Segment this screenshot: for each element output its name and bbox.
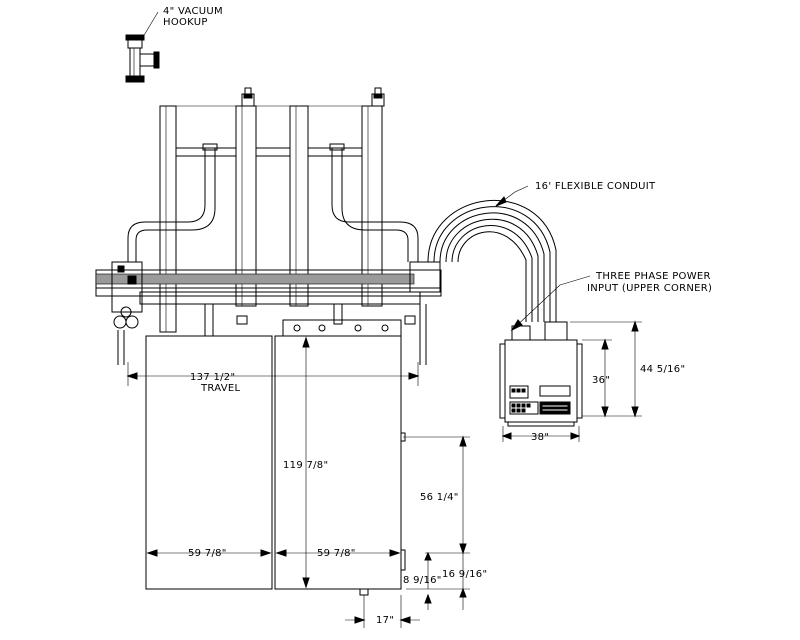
- power-label-line1: THREE PHASE POWER: [595, 271, 711, 282]
- vacuum-hookup-fitting: [125, 34, 160, 83]
- router-heads: [204, 303, 416, 337]
- vacuum-table-left: [145, 335, 273, 590]
- table-length-value: 119 7/8": [283, 460, 328, 471]
- table-side-fittings: [359, 432, 406, 596]
- table-width-right-value: 59 7/8": [317, 548, 356, 559]
- dimension-side-height: [403, 435, 470, 555]
- gantry-beam: [95, 261, 442, 305]
- gantry-carriage-right: [419, 304, 427, 365]
- flexible-conduit: [427, 199, 557, 322]
- power-label-line2: INPUT (UPPER CORNER): [587, 283, 712, 294]
- vacuum-label-line1: 4" VACUUM: [163, 6, 223, 17]
- dimension-table-width-left: [146, 549, 272, 557]
- conduit-label: 16' FLEXIBLE CONDUIT: [535, 181, 656, 192]
- vacuum-pipe-right: [329, 143, 419, 262]
- dimension-offsets: [406, 551, 470, 610]
- conduit-leader-arrow: [495, 196, 507, 207]
- dimension-travel: [126, 362, 420, 386]
- gantry-frame: [159, 87, 385, 333]
- dimension-panel-height-inner: [582, 338, 612, 418]
- panel-height-inner-value: 36": [592, 375, 610, 386]
- dimension-bottom-offset: [345, 595, 420, 628]
- vacuum-table-right: [274, 335, 402, 590]
- electrical-panel: [499, 321, 583, 427]
- offset-lower-value: 16 9/16": [442, 569, 487, 580]
- dimension-panel-width: [501, 426, 581, 442]
- vacuum-pipe-left: [127, 143, 218, 262]
- power-leader-arrow: [510, 319, 523, 332]
- dimension-panel-height-outer: [570, 320, 642, 418]
- dimension-table-width-right: [275, 549, 401, 557]
- power-leader: [511, 275, 591, 331]
- panel-height-outer-value: 44 5/16": [640, 364, 685, 375]
- vacuum-label-line2: HOOKUP: [163, 17, 208, 28]
- offset-small-value: 8 9/16": [403, 575, 442, 586]
- table-width-left-value: 59 7/8": [188, 548, 227, 559]
- panel-width-value: 38": [531, 432, 549, 443]
- bottom-offset-value: 17": [376, 615, 394, 626]
- travel-label: TRAVEL: [200, 383, 241, 394]
- dimension-table-length: [302, 336, 310, 589]
- travel-value: 137 1/2": [190, 372, 235, 383]
- gantry-carriage-left: [111, 261, 143, 365]
- vacuum-leader: [142, 11, 159, 38]
- side-height-value: 56 1/4": [420, 492, 459, 503]
